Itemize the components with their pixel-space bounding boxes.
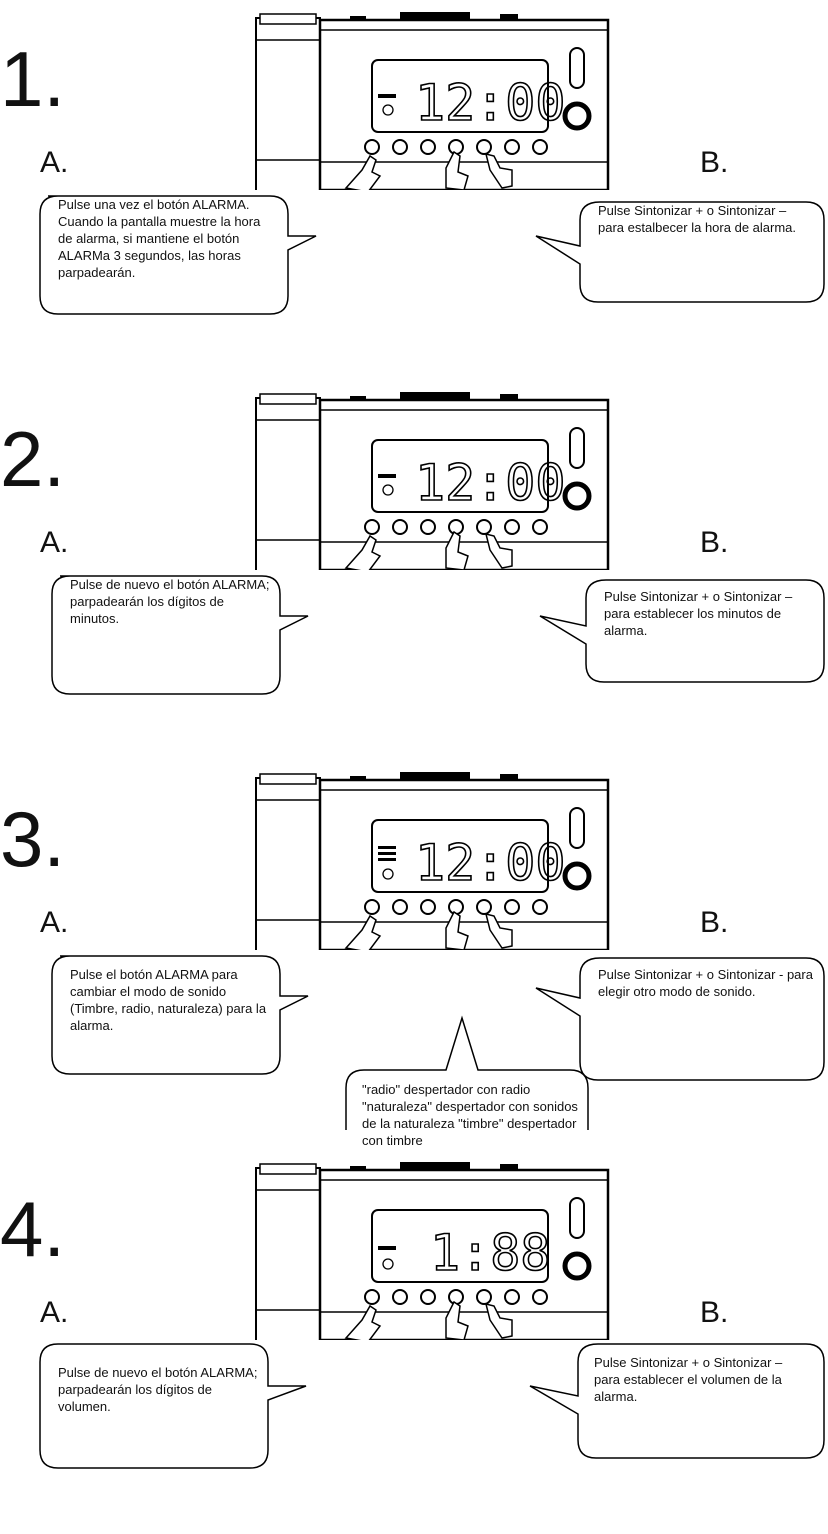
alarm-button[interactable] bbox=[364, 519, 380, 535]
pointing-hand-icon bbox=[344, 1300, 513, 1340]
alarm-clock-icon bbox=[378, 846, 396, 880]
label-a: A. bbox=[40, 146, 69, 179]
callout-a-text: Pulse una vez el botón ALARMA. Cuando la… bbox=[58, 197, 261, 280]
step-number: 4. bbox=[0, 1185, 66, 1273]
tune-minus-button[interactable] bbox=[448, 519, 464, 535]
alarm-clock-icon bbox=[378, 474, 396, 496]
label-b: B. bbox=[700, 526, 729, 559]
alarm-clock-icon bbox=[378, 1246, 396, 1270]
step-1: 1. A. B. 12:00 bbox=[0, 0, 828, 370]
lcd-display: 1:88 bbox=[430, 1224, 550, 1282]
alarm-button[interactable] bbox=[364, 1289, 380, 1305]
callout-b-text: Pulse Sintonizar + o Sintonizar – para e… bbox=[598, 203, 797, 235]
label-a: A. bbox=[40, 1296, 69, 1329]
callout-a-text: Pulse de nuevo el botón ALARMA; parpadea… bbox=[58, 1365, 258, 1414]
label-b: B. bbox=[700, 906, 729, 939]
alarm-clock-icon bbox=[378, 94, 396, 116]
lcd-display: 12:00 bbox=[415, 454, 566, 512]
tune-plus-button[interactable] bbox=[476, 1289, 492, 1305]
alarm-button[interactable] bbox=[364, 899, 380, 915]
pointing-hand-icon bbox=[344, 150, 513, 190]
lcd-display: 12:00 bbox=[415, 834, 566, 892]
button-row bbox=[364, 139, 548, 155]
callout-b-text: Pulse Sintonizar + o Sintonizar - para e… bbox=[598, 967, 813, 999]
callout-a-text: Pulse de nuevo el botón ALARMA; parpadea… bbox=[70, 577, 270, 626]
tune-plus-button[interactable] bbox=[476, 899, 492, 915]
lcd-display: 12:00 bbox=[415, 74, 566, 132]
clock-radio-device: 1:88 bbox=[255, 1162, 610, 1340]
clock-radio-device: 12:00 bbox=[255, 12, 610, 190]
tune-plus-button[interactable] bbox=[476, 519, 492, 535]
callout-c-text: "radio" despertador con radio "naturalez… bbox=[362, 1082, 578, 1148]
pointing-hand-icon bbox=[344, 910, 513, 950]
tune-plus-button[interactable] bbox=[476, 139, 492, 155]
tune-minus-button[interactable] bbox=[448, 1289, 464, 1305]
label-b: B. bbox=[700, 146, 729, 179]
label-b: B. bbox=[700, 1296, 729, 1329]
tune-minus-button[interactable] bbox=[448, 899, 464, 915]
clock-radio-device: 12:00 bbox=[255, 392, 610, 570]
pointing-hand-icon bbox=[344, 530, 513, 570]
clock-radio-device: 12:00 bbox=[255, 772, 610, 950]
step-2: 2. A. B. 12:00 bbox=[0, 380, 828, 750]
tune-minus-button[interactable] bbox=[448, 139, 464, 155]
step-3: 3. A. B. 12:00 bbox=[0, 760, 828, 1148]
callout-b-text: Pulse Sintonizar + o Sintonizar – para e… bbox=[604, 589, 793, 638]
callout-b-text: Pulse Sintonizar + o Sintonizar – para e… bbox=[594, 1355, 783, 1404]
step-number: 3. bbox=[0, 795, 66, 883]
button-row bbox=[364, 519, 548, 535]
step-4: 4. A. B. 1:88 bbox=[0, 1150, 828, 1520]
callout-a-text: Pulse el botón ALARMA para cambiar el mo… bbox=[70, 967, 267, 1033]
alarm-button[interactable] bbox=[364, 139, 380, 155]
label-a: A. bbox=[40, 526, 69, 559]
step-number: 1. bbox=[0, 35, 66, 123]
label-a: A. bbox=[40, 906, 69, 939]
step-number: 2. bbox=[0, 415, 66, 503]
